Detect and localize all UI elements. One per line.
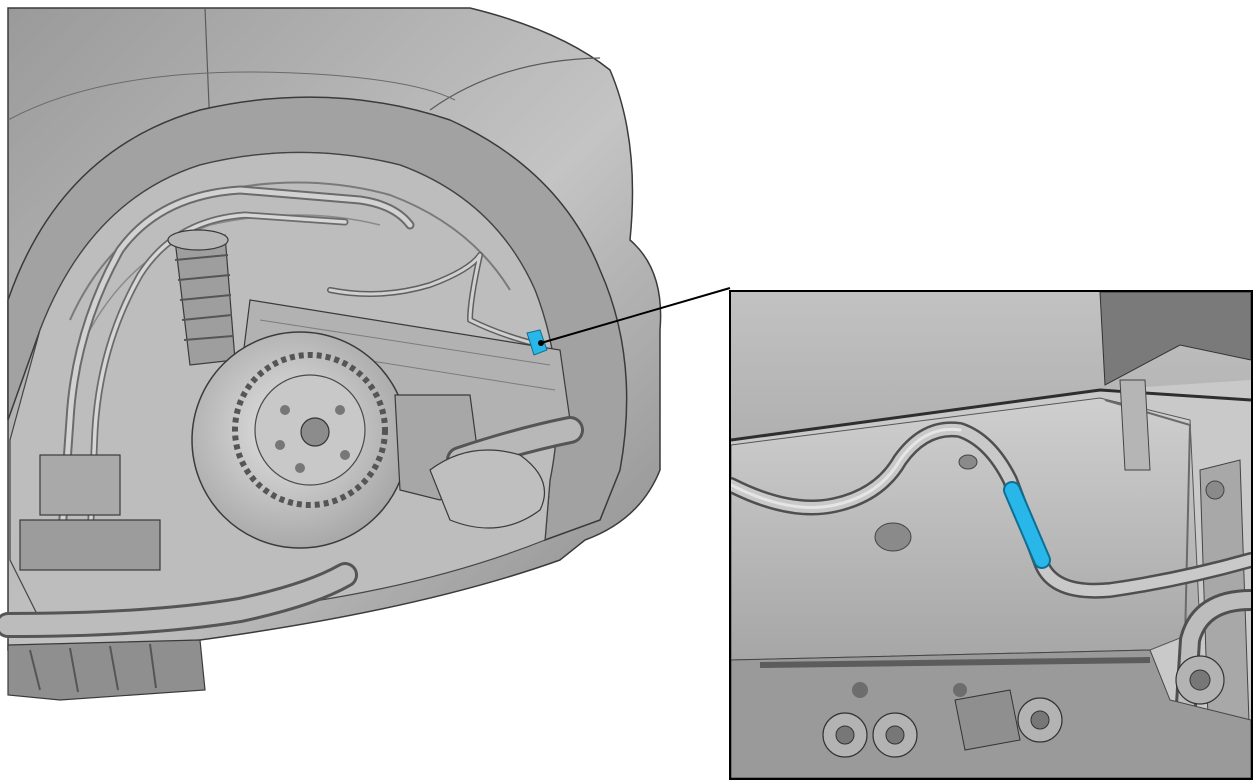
inset-brake-hose xyxy=(731,421,1251,599)
wheel-stud xyxy=(275,440,285,450)
inset-bracket xyxy=(1099,292,1251,386)
highlighted-clip-main xyxy=(526,329,548,356)
inset-panel-edge xyxy=(731,388,1251,442)
liner-rib-2 xyxy=(79,214,381,351)
left-hardware xyxy=(7,454,206,701)
inset-strut xyxy=(1119,379,1151,471)
exhaust-pipe xyxy=(429,416,584,529)
wheel-stud xyxy=(335,405,345,415)
highlighted-clip-detail xyxy=(1003,481,1051,569)
inset-lower-lip xyxy=(759,657,1151,668)
inset-connector xyxy=(954,689,1021,751)
inset-hole xyxy=(958,454,978,470)
detail-view xyxy=(729,290,1253,780)
callout-leader xyxy=(540,287,731,344)
detail-view-frame xyxy=(729,290,1253,780)
wheel-stud xyxy=(295,463,305,473)
inset-hole xyxy=(874,522,912,552)
inset-pipe-fill xyxy=(1177,592,1251,728)
hub-nut xyxy=(300,417,330,447)
inset-bolts xyxy=(822,655,1225,758)
wheel-stud xyxy=(280,405,290,415)
coil-spring xyxy=(167,229,236,366)
inset-hole xyxy=(1205,480,1225,500)
panel-seam xyxy=(7,71,456,121)
brake-disc xyxy=(191,331,409,549)
lower-arm xyxy=(0,562,358,638)
wheel-stud xyxy=(340,450,350,460)
exhaust-shield xyxy=(429,449,546,529)
callout-dot xyxy=(538,340,544,346)
main-view xyxy=(0,7,662,701)
brake-lines xyxy=(55,185,543,565)
